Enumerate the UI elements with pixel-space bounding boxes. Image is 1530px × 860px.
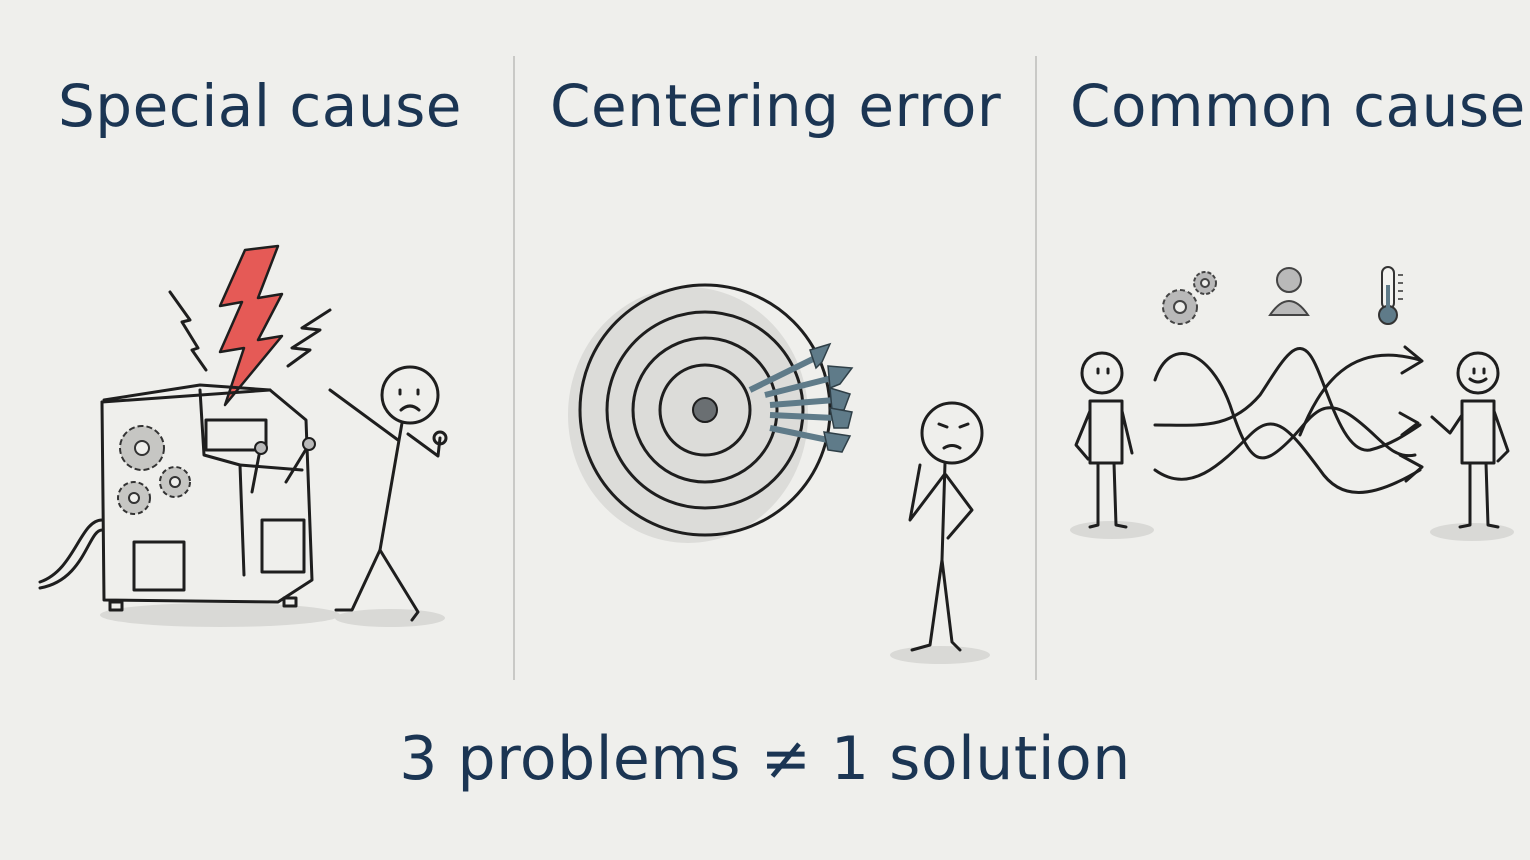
gears-icon bbox=[1162, 271, 1217, 325]
dart-icon bbox=[769, 407, 853, 429]
panel-title-special-cause: Special cause bbox=[57, 72, 462, 140]
dart-icon bbox=[748, 342, 832, 393]
summary-caption: 3 problems ≠ 1 solution bbox=[399, 724, 1131, 794]
stick-figure-smiling bbox=[1430, 351, 1510, 529]
panel-divider-left bbox=[513, 56, 515, 680]
centering-error-illustration bbox=[560, 270, 1010, 670]
common-cause-illustration bbox=[1060, 255, 1520, 555]
person-icon bbox=[1268, 267, 1310, 316]
panel-title-centering-error: Centering error bbox=[550, 72, 1002, 140]
dart-cluster bbox=[748, 342, 854, 453]
thermometer-icon bbox=[1378, 266, 1403, 325]
machine-icon bbox=[38, 383, 316, 612]
stick-figure-worried bbox=[328, 365, 448, 622]
lightning-bolt-icon bbox=[168, 244, 332, 407]
panel-title-common-cause: Common cause bbox=[1070, 72, 1526, 140]
special-cause-illustration bbox=[30, 230, 490, 640]
tangled-paths bbox=[1153, 345, 1424, 494]
stick-figure-thinking bbox=[908, 401, 984, 652]
dart-icon bbox=[764, 365, 854, 398]
panel-divider-right bbox=[1035, 56, 1037, 680]
dart-icon bbox=[769, 425, 852, 453]
stick-figure-neutral bbox=[1074, 351, 1134, 529]
